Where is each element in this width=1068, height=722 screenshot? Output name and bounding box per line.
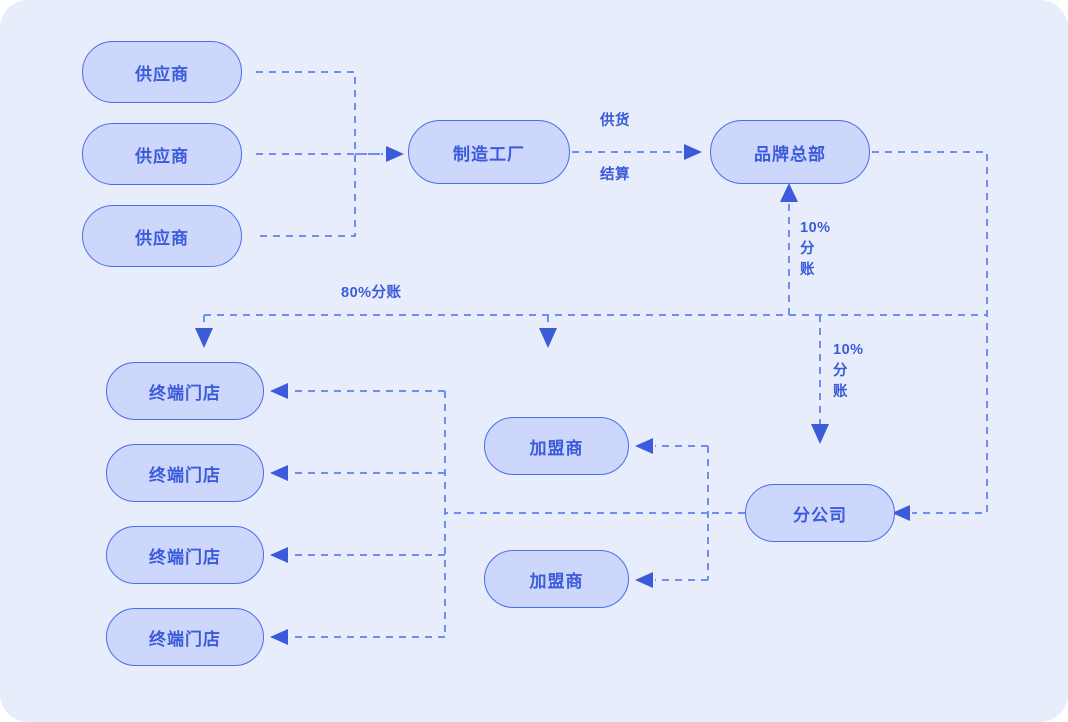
edge-label-line: 账 (800, 262, 815, 279)
arrowhead-store1 (270, 383, 288, 399)
node-franchisee-1[interactable]: 加盟商 (484, 417, 629, 475)
edge-brandhq-branchco (872, 151, 988, 514)
node-label: 加盟商 (529, 571, 584, 591)
node-label: 终端门店 (149, 465, 221, 485)
edge-label-share-10-branchco: 10% 分账 (833, 340, 864, 403)
node-brand-hq[interactable]: 品牌总部 (710, 120, 870, 184)
arrowhead-franchisee2 (635, 572, 653, 588)
edge-label-line: 分 (833, 363, 848, 380)
arrowhead-franchisee-drop (539, 328, 557, 348)
node-label: 品牌总部 (754, 144, 826, 164)
arrowhead-store3 (270, 547, 288, 563)
node-label: 供应商 (135, 146, 189, 166)
node-store-2[interactable]: 终端门店 (106, 444, 264, 502)
node-label: 分公司 (793, 505, 847, 525)
node-label: 供应商 (135, 228, 189, 248)
node-supplier-3[interactable]: 供应商 (82, 205, 242, 267)
node-label: 终端门店 (149, 383, 221, 403)
node-label: 终端门店 (149, 547, 221, 567)
node-label: 供应商 (135, 64, 189, 84)
arrowhead-brandhq (684, 144, 702, 160)
edge-label-share-80: 80%分账 (341, 285, 402, 301)
node-franchisee-2[interactable]: 加盟商 (484, 550, 629, 608)
arrowhead-store4 (270, 629, 288, 645)
node-factory[interactable]: 制造工厂 (408, 120, 570, 184)
edge-label-line: 10% (800, 220, 831, 236)
edge-suppliers-trunk (256, 71, 356, 237)
node-branch-company[interactable]: 分公司 (745, 484, 895, 542)
node-supplier-2[interactable]: 供应商 (82, 123, 242, 185)
node-label: 终端门店 (149, 629, 221, 649)
arrowhead-share10-brandhq (780, 183, 798, 202)
node-supplier-1[interactable]: 供应商 (82, 41, 242, 103)
node-store-3[interactable]: 终端门店 (106, 526, 264, 584)
node-label: 制造工厂 (453, 144, 525, 164)
node-label: 加盟商 (529, 438, 584, 458)
edge-label-share-10-brandhq: 10% 分账 (800, 218, 831, 281)
edge-label-line: 分 (800, 241, 815, 258)
edge-label-line: 账 (833, 384, 848, 401)
arrowhead-branchco (892, 505, 910, 521)
arrowhead-factory (386, 146, 404, 162)
arrowhead-share10-branchco (811, 424, 829, 444)
arrowhead-franchisee1 (635, 438, 653, 454)
edge-label-supply: 供货 (600, 113, 630, 129)
edge-label-line: 10% (833, 342, 864, 358)
node-store-1[interactable]: 终端门店 (106, 362, 264, 420)
node-store-4[interactable]: 终端门店 (106, 608, 264, 666)
arrowhead-store2 (270, 465, 288, 481)
arrowhead-stores-drop (195, 328, 213, 348)
edge-label-settlement: 结算 (600, 167, 630, 183)
